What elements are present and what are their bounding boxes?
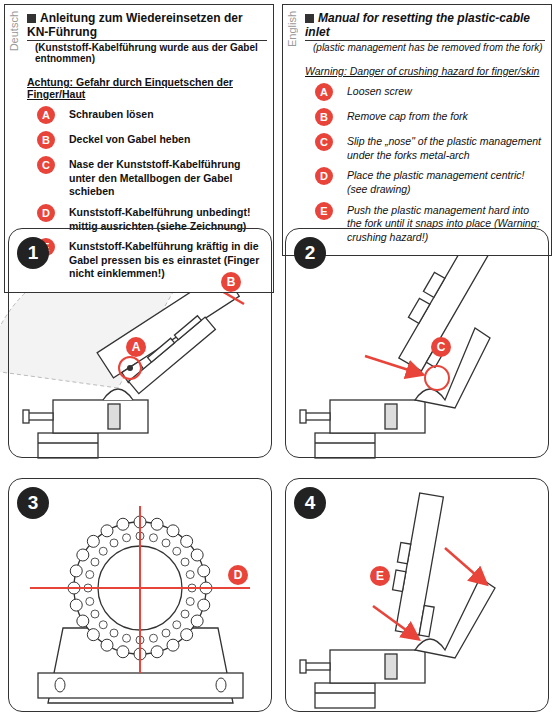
step-row: D Place the plastic management centric! (…: [305, 169, 545, 196]
step-letter: B: [315, 108, 333, 126]
step-text: Place the plastic management centric! (s…: [347, 169, 545, 196]
step-text: Remove cap from the fork: [347, 110, 545, 124]
step-row: A Schrauben lösen: [27, 108, 267, 126]
step2-drawing: [300, 231, 500, 458]
step-row: B Deckel von Gabel heben: [27, 133, 267, 151]
step3-drawing: [30, 506, 250, 703]
step-letter: D: [315, 167, 333, 185]
step-number: 4: [294, 487, 326, 519]
step-row: B Remove cap from the fork: [305, 110, 545, 128]
warning: Warning: Danger of crushing hazard for f…: [305, 65, 545, 77]
subtitle: (plastic management has be removed from …: [313, 42, 545, 53]
step-panel: 2: [285, 228, 549, 458]
step-row: A Loosen screw: [305, 85, 545, 103]
step-text: Nase der Kunststoff-Kabelführung unter d…: [69, 158, 267, 199]
step-letter: C: [315, 133, 333, 151]
step-panel: 3: [8, 478, 272, 712]
step4-drawing: [300, 491, 495, 708]
step-panel: 4: [285, 478, 549, 712]
box-heading: Anleitung zum Wiedereinsetzen der KN-Füh…: [27, 11, 267, 41]
step-letter: D: [37, 204, 55, 222]
heading-square: [27, 14, 36, 23]
step-letter: C: [37, 156, 55, 174]
step-text: Deckel von Gabel heben: [69, 133, 267, 147]
instruction-box: English Manual for resetting the plastic-…: [282, 4, 552, 256]
language-tag: English: [286, 11, 298, 47]
step-number: 2: [294, 237, 326, 269]
step-letter: A: [315, 83, 333, 101]
heading-text: Manual for resetting the plastic-cable i…: [305, 11, 530, 39]
step-text: Push the plastic management hard into th…: [347, 204, 545, 245]
step-row: C Nase der Kunststoff-Kabelführung unter …: [27, 158, 267, 199]
callout-letter: B: [221, 272, 241, 292]
heading-square: [305, 14, 314, 23]
step-text: Slip the „nose" of the plastic managemen…: [347, 135, 545, 162]
step-text: Kunststoff-Kabelführung unbedingt! mitti…: [69, 206, 267, 233]
box-heading: Manual for resetting the plastic-cable i…: [305, 11, 545, 41]
callout-letter: D: [228, 565, 248, 585]
step-row: E Push the plastic management hard into t…: [305, 204, 545, 245]
step-letter: B: [37, 131, 55, 149]
warning: Achtung: Gefahr durch Einquetschen der F…: [27, 76, 267, 100]
subtitle: (Kunststoff-Kabelführung wurde aus der G…: [35, 42, 267, 64]
step-letter: A: [37, 106, 55, 124]
callout-letter: E: [370, 566, 390, 586]
step-row: D Kunststoff-Kabelführung unbedingt! mitt…: [27, 206, 267, 233]
step-number: 3: [17, 487, 49, 519]
heading-text: Anleitung zum Wiedereinsetzen der KN-Füh…: [27, 11, 243, 39]
step-letter: E: [315, 202, 333, 220]
callout-letter: A: [126, 337, 146, 357]
callout-letter: C: [431, 337, 451, 357]
step-text: Schrauben lösen: [69, 108, 267, 122]
step-text: Loosen screw: [347, 85, 545, 99]
step-row: C Slip the „nose" of the plastic manageme…: [305, 135, 545, 162]
language-tag: Deutsch: [8, 11, 20, 51]
step-number: 1: [17, 237, 49, 269]
